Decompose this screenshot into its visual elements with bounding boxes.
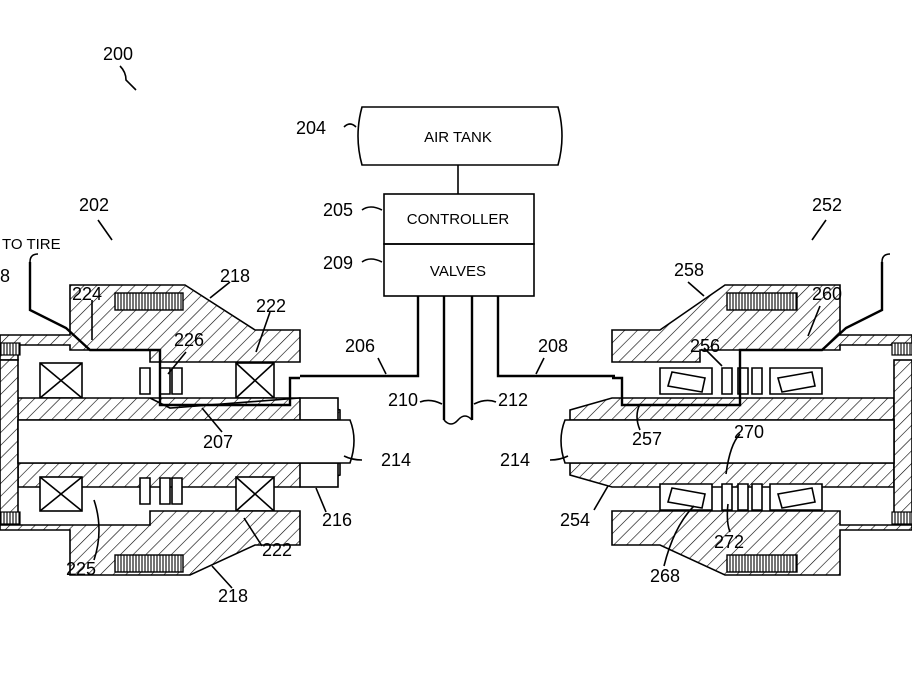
air-tank: AIR TANK — [357, 106, 563, 166]
label-254: 254 — [560, 510, 590, 530]
label-204: 204 — [296, 118, 326, 138]
label-8: 8 — [0, 266, 10, 286]
air-tank-label: AIR TANK — [424, 129, 492, 146]
leader-lines — [91, 65, 827, 589]
valves-label: VALVES — [430, 263, 486, 280]
label-212: 212 — [498, 390, 528, 410]
left-hub-assembly — [0, 253, 341, 576]
label-258: 258 — [674, 260, 704, 280]
right-hub-assembly — [569, 253, 912, 576]
air-line-206 — [300, 296, 420, 378]
label-222-bottom: 222 — [262, 540, 292, 560]
label-214-left: 214 — [381, 450, 411, 470]
label-226: 226 — [174, 330, 204, 350]
right-axle-shaft — [560, 419, 895, 464]
label-210: 210 — [388, 390, 418, 410]
label-222-top: 222 — [256, 296, 286, 316]
label-207: 207 — [203, 432, 233, 452]
air-line-208 — [496, 296, 615, 378]
label-218-top: 218 — [220, 266, 250, 286]
label-272: 272 — [714, 532, 744, 552]
label-209: 209 — [323, 253, 353, 273]
label-270: 270 — [734, 422, 764, 442]
label-208: 208 — [538, 336, 568, 356]
controller-label: CONTROLLER — [407, 211, 510, 228]
label-214-right: 214 — [500, 450, 530, 470]
label-225: 225 — [66, 559, 96, 579]
label-218-bottom: 218 — [218, 586, 248, 606]
valves-box: VALVES — [383, 243, 535, 297]
label-260: 260 — [812, 284, 842, 304]
label-256: 256 — [690, 336, 720, 356]
air-lines-210-212 — [442, 296, 474, 425]
label-to-tire: TO TIRE — [2, 236, 61, 253]
label-224: 224 — [72, 284, 102, 304]
label-206: 206 — [345, 336, 375, 356]
reference-numerals: 200 204 205 209 202 252 TO TIRE 8 224 21… — [0, 44, 842, 606]
label-216: 216 — [322, 510, 352, 530]
label-268: 268 — [650, 566, 680, 586]
label-252: 252 — [812, 195, 842, 215]
label-200: 200 — [103, 44, 133, 64]
label-205: 205 — [323, 200, 353, 220]
left-axle-shaft — [17, 419, 355, 464]
label-202: 202 — [79, 195, 109, 215]
controller-box: CONTROLLER — [383, 193, 535, 245]
label-257: 257 — [632, 429, 662, 449]
